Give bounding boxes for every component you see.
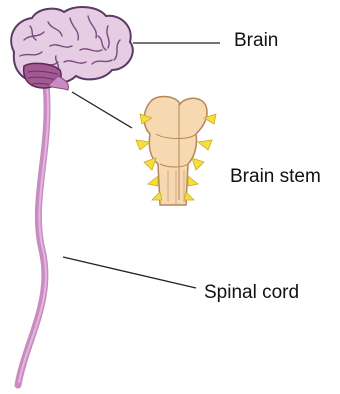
label-spinal-cord: Spinal cord [204, 283, 299, 302]
leader-line-spinal-cord [63, 257, 196, 288]
label-brain-stem: Brain stem [230, 167, 321, 186]
brainstem-illustration [136, 97, 216, 205]
brain-illustration [11, 7, 133, 90]
label-brain: Brain [234, 31, 278, 50]
leader-line-brain-stem [72, 92, 132, 128]
